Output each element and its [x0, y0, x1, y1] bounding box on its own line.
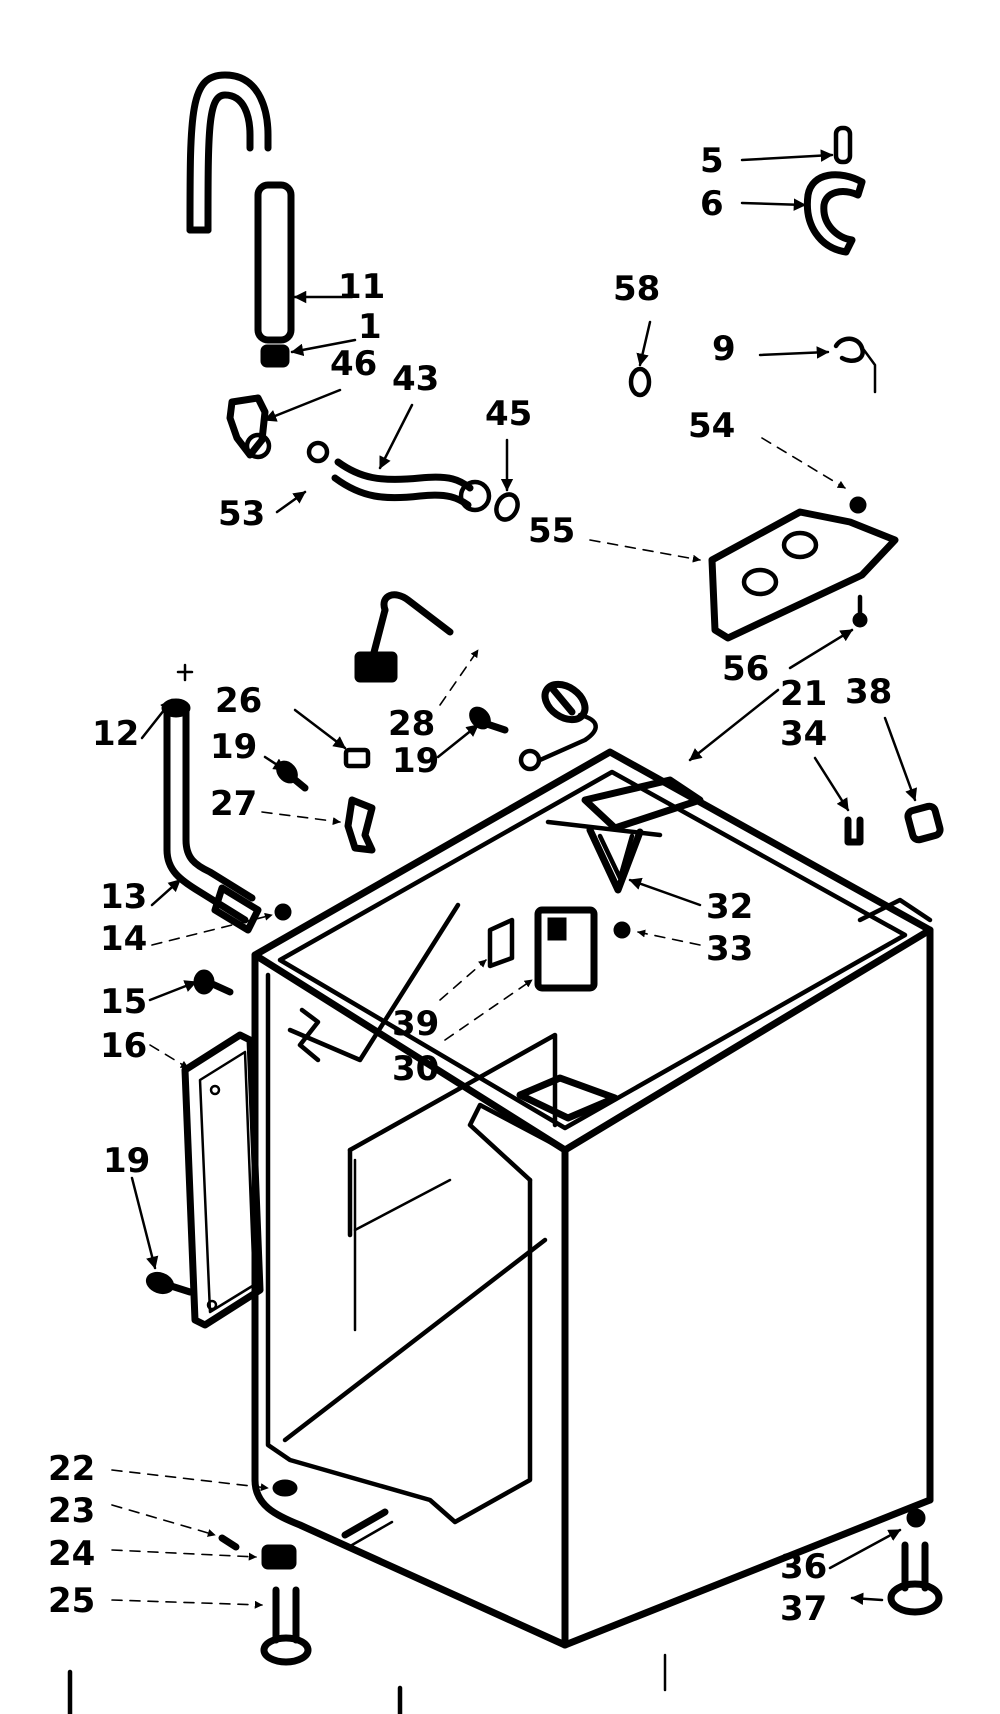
drain-hose: [186, 71, 295, 368]
screw-b: [469, 706, 509, 734]
leader-lines: [111, 149, 918, 1609]
callout-33: 33: [706, 929, 753, 969]
callout-labels: 5 6 11 1 58 9 46 43 45 53 55 54 56 21 34…: [48, 141, 892, 1629]
pressure-switch-assembly: [354, 591, 598, 772]
callout-19-lower: 19: [103, 1141, 150, 1181]
callout-6: 6: [700, 184, 724, 224]
screw: [833, 125, 853, 165]
callout-14: 14: [100, 919, 147, 959]
support-bracket: [708, 496, 899, 642]
callout-45: 45: [485, 394, 532, 434]
callout-11: 11: [338, 267, 385, 307]
callout-5: 5: [700, 141, 724, 181]
callout-36: 36: [780, 1547, 827, 1587]
callout-9: 9: [712, 329, 736, 369]
callout-21: 21: [780, 674, 827, 714]
hose-clamp: [306, 440, 330, 464]
leg-clip: [844, 816, 864, 846]
callout-19-upper: 19: [210, 727, 257, 767]
side-panel: [181, 1031, 264, 1329]
screw-a: [276, 760, 309, 792]
clamp: [833, 336, 877, 394]
callout-28: 28: [388, 704, 435, 744]
callout-15: 15: [100, 982, 147, 1022]
callout-23: 23: [48, 1491, 95, 1531]
callout-16: 16: [100, 1026, 147, 1066]
o-ring: [628, 366, 652, 398]
callout-43: 43: [392, 359, 439, 399]
plug: [904, 802, 944, 844]
callout-13: 13: [100, 877, 147, 917]
callout-55: 55: [528, 511, 575, 551]
callout-34: 34: [780, 714, 827, 754]
callout-27: 27: [210, 784, 257, 824]
edge-marks: [67, 1653, 667, 1714]
callout-26: 26: [215, 681, 262, 721]
callout-37: 37: [780, 1589, 827, 1629]
callout-32: 32: [706, 887, 753, 927]
callout-46: 46: [330, 344, 377, 384]
hose-clip: [803, 171, 866, 256]
callout-25: 25: [48, 1581, 95, 1621]
leveling-leg-right: [887, 1508, 943, 1616]
callout-1: 1: [358, 307, 382, 347]
callout-22: 22: [48, 1449, 95, 1489]
callout-56: 56: [722, 649, 769, 689]
washer-cabinet: [251, 748, 934, 1649]
callout-38: 38: [845, 672, 892, 712]
callout-19-middle: 19: [392, 741, 439, 781]
hose-elbow: [226, 394, 272, 460]
small-clamp: [494, 492, 520, 522]
callout-54: 54: [688, 406, 735, 446]
callout-24: 24: [48, 1534, 95, 1574]
latch: [344, 796, 376, 854]
leveling-leg-left: [218, 1479, 312, 1666]
tab: [343, 747, 371, 769]
callout-53: 53: [218, 494, 265, 534]
connecting-hose: [331, 458, 492, 513]
callout-58: 58: [613, 269, 660, 309]
screw-c: [145, 1271, 194, 1296]
callout-12: 12: [92, 714, 139, 754]
callout-30: 30: [392, 1049, 439, 1089]
callout-39: 39: [392, 1004, 439, 1044]
screw-d: [193, 969, 234, 996]
